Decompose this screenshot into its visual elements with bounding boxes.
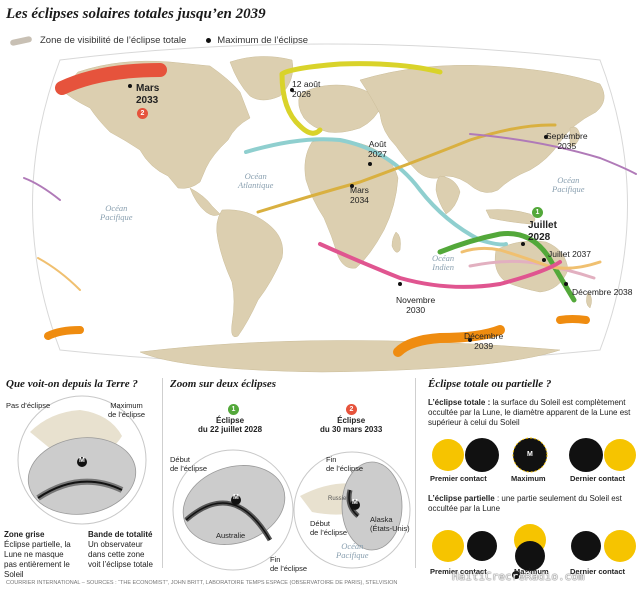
totale-definition: L’éclipse totale : la surface du Soleil … [428,398,636,428]
section1-title: Que voit-on depuis la Terre ? [6,378,138,390]
madagascar [391,231,401,253]
path-decembre-2038 [460,246,602,270]
label-alaska: Alaska(États-Unis) [370,515,410,533]
divider-2 [415,378,416,568]
south-america [216,209,283,337]
page-title: Les éclipses solaires totales jusqu’en 2… [6,6,266,22]
central-america [189,187,221,216]
antarctica [139,340,561,373]
badge-2: 2 [137,108,148,119]
totale-bold: L’éclipse totale : [428,398,491,407]
maximum-dots [128,84,568,342]
label-maximum-2: Maximum [514,567,549,576]
europe [298,84,383,133]
path-mars-2034 [256,123,557,214]
partielle-definition: L’éclipse partielle : une partie seuleme… [428,494,636,514]
source-footer: COURRIER INTERNATIONAL – SOURCES : “THE … [6,580,398,586]
path-decembre-2039-west [44,326,84,340]
zone-grise-note: Zone grise Éclipse partielle, la Lune ne… [4,530,74,580]
path-mars-2033 [55,63,167,95]
badge-1: 1 [532,207,543,218]
legend-max-label: Maximum de l’éclipse [217,35,309,46]
label-premier-contact-2: Premier contact [430,567,487,576]
zoom-globe-2028 [172,449,294,571]
eclipse-paths [23,61,637,357]
path-juillet-2028 [437,230,577,303]
indonesia [485,209,536,225]
partial-eclipse-row [432,524,636,571]
zone-grise-text: Éclipse partielle, la Lune ne masque pas… [4,540,71,579]
path-aout-2026 [279,61,443,136]
north-america [61,60,251,189]
label-premier-contact-1: Premier contact [430,474,487,483]
label-decembre-2038: Décembre 2038 [572,287,633,297]
zone-grise-title: Zone grise [4,530,45,539]
watermark: HaitiCrecreRadio.com [452,570,585,583]
path-septembre-2035 [469,133,637,175]
legend: Zone de visibilité de l’éclipse totale M… [9,35,309,46]
zoom-globe-2033 [293,451,411,569]
section2-title: Zoom sur deux éclipses [170,378,277,390]
label-juillet-2037: Juillet 2037 [548,249,592,259]
partielle-text: : une partie seulement du Soleil est occ… [428,494,622,513]
legend-zone-label: Zone de visibilité de l’éclipse totale [40,35,187,46]
new-zealand [586,291,592,309]
zoom-badge-1: 1 [228,404,239,415]
total-eclipse-row [432,437,636,473]
path-aout-2027 [244,137,508,247]
maximum-dot-icon [206,38,212,43]
bande-text: Un observateur dans cette zone voit l’éc… [88,540,153,569]
m-marker-2028: M [233,494,239,501]
label-russie: Russie [328,496,347,502]
m-marker: M [79,457,85,464]
totale-text: la surface du Soleil est complètement oc… [428,398,631,427]
m-marker-total: M [527,451,533,458]
path-decembre-2039 [393,325,505,357]
path-novembre-2030 [318,242,562,289]
bande-title: Bande de totalité [88,530,153,539]
m-marker-2033: M [352,499,358,506]
greenland [229,56,293,101]
label-australie: Australie [216,531,246,540]
japan [569,126,581,147]
label-dernier-contact-1: Dernier contact [570,474,626,483]
partielle-bold: L’éclipse partielle [428,494,495,503]
label-dernier-contact-2: Dernier contact [570,567,626,576]
label-pas-eclipse: Pas d’éclipse [6,401,51,410]
label-maximum-1: Maximum [511,474,546,483]
section3-title: Éclipse totale ou partielle ? [428,378,552,390]
india [435,175,461,215]
zoom-badge-2: 2 [346,404,357,415]
path-mars-2033-tail [23,177,61,201]
divider-1 [162,378,163,568]
section1-globe [17,395,147,525]
bande-note: Bande de totalité Un observateur dans ce… [88,530,158,570]
path-western-orange [37,257,81,291]
path-decembre-2039-east [556,315,590,324]
